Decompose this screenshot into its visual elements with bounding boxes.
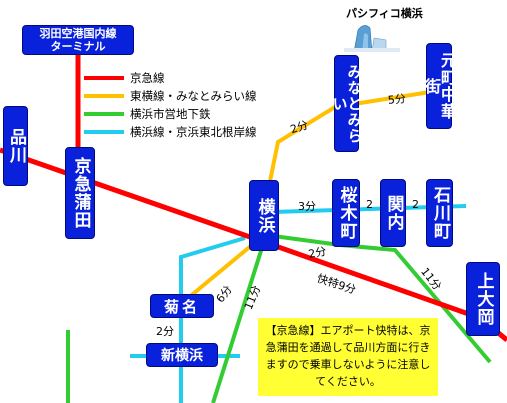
pacifico-yokohama-label: パシフィコ横浜 — [346, 7, 423, 20]
legend-item-jr: 横浜線・京浜東北根岸線 — [84, 124, 257, 140]
time-kannai-ishikawacho: 2 — [412, 198, 419, 211]
time-sakuragicho-kannai: 2 — [366, 198, 373, 211]
station-keikyu-kamata: 京急蒲田 — [65, 147, 95, 239]
station-haneda-line1: 羽田空港国内線 — [39, 27, 117, 40]
station-shinagawa: 品川 — [3, 106, 28, 186]
station-haneda-line2: ターミナル — [50, 40, 106, 53]
station-ishikawacho: 石川町 — [426, 179, 453, 247]
legend-swatch-keikyu — [84, 76, 124, 80]
station-haneda-terminal: 羽田空港国内線 ターミナル — [22, 25, 134, 55]
station-sakuragicho: 桜木町 — [332, 179, 360, 247]
time-kikuna-shinyokohama: 2分 — [156, 325, 174, 338]
legend-item-subway: 横浜市営地下鉄 — [84, 106, 211, 122]
legend-item-toyoko: 東横線・みなとみらい線 — [84, 88, 257, 104]
legend-swatch-subway — [84, 112, 124, 116]
station-motomachi-chukagai: 元町中華街 — [422, 43, 457, 129]
station-kikuna: 菊名 — [150, 294, 214, 318]
toyoko-line — [174, 90, 431, 310]
legend-label-keikyu: 京急線 — [130, 71, 165, 85]
time-yokohama-kannai-subway: 2分 — [307, 244, 328, 261]
legend-swatch-jr — [84, 130, 124, 134]
legend-label-subway: 横浜市営地下鉄 — [130, 107, 211, 121]
time-minatomirai-motomachi: 5分 — [387, 92, 407, 107]
station-shin-yokohama: 新横浜 — [146, 343, 218, 367]
legend-item-keikyu: 京急線 — [84, 70, 165, 86]
legend-swatch-toyoko — [84, 94, 124, 98]
time-yokohama-sakuragicho: 3分 — [298, 200, 316, 213]
caution-note: 【京急線】エアポート快特は、京急蒲田を通過して品川方面に行きますので乗車しないよ… — [258, 318, 438, 396]
legend-label-toyoko: 東横線・みなとみらい線 — [130, 89, 257, 103]
station-kannai: 関内 — [380, 179, 406, 247]
station-minatomirai: みなとみらい — [331, 55, 364, 152]
station-yokohama: 横浜 — [249, 180, 279, 251]
pacifico-building-icon — [344, 25, 400, 52]
station-kamiooka: 上大岡 — [466, 262, 500, 336]
legend-label-jr: 横浜線・京浜東北根岸線 — [130, 125, 257, 139]
jr-line-west — [179, 236, 246, 403]
